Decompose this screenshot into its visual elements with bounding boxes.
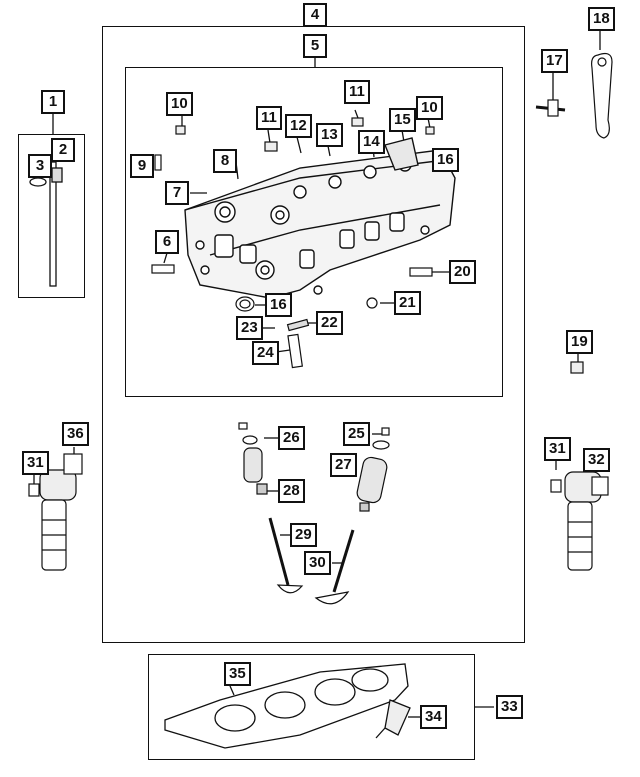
callout-2: 2: [51, 138, 75, 162]
callout-20: 20: [449, 260, 476, 284]
callout-33: 33: [496, 695, 523, 719]
callout-10-left: 10: [166, 92, 193, 116]
callout-25: 25: [343, 422, 370, 446]
callout-5: 5: [303, 34, 327, 58]
callout-31-right: 31: [544, 437, 571, 461]
callout-24: 24: [252, 341, 279, 365]
callout-34: 34: [420, 705, 447, 729]
callout-21: 21: [394, 291, 421, 315]
callout-31-left: 31: [22, 451, 49, 475]
callout-16-top: 16: [432, 148, 459, 172]
callout-18: 18: [588, 7, 615, 31]
callout-22: 22: [316, 311, 343, 335]
callout-6: 6: [155, 230, 179, 254]
callout-4: 4: [303, 3, 327, 27]
callout-19: 19: [566, 330, 593, 354]
callout-26: 26: [278, 426, 305, 450]
callout-17: 17: [541, 49, 568, 73]
callout-3: 3: [28, 154, 52, 178]
callout-15: 15: [389, 108, 416, 132]
callout-9: 9: [130, 154, 154, 178]
callout-10-right: 10: [416, 96, 443, 120]
callout-11-right: 11: [344, 80, 370, 104]
callout-13: 13: [316, 123, 343, 147]
callout-27: 27: [330, 453, 357, 477]
callout-1: 1: [41, 90, 65, 114]
callout-35: 35: [224, 662, 251, 686]
dipstick-frame-1: [18, 134, 85, 298]
callout-23: 23: [236, 316, 263, 340]
cylinder-head-frame-5: [125, 67, 503, 397]
callout-12: 12: [285, 114, 312, 138]
callout-7: 7: [165, 181, 189, 205]
callout-30: 30: [304, 551, 331, 575]
callout-11-left: 11: [256, 106, 282, 130]
callout-36: 36: [62, 422, 89, 446]
callout-29: 29: [290, 523, 317, 547]
callout-32: 32: [583, 448, 610, 472]
callout-16-bottom: 16: [265, 293, 292, 317]
callout-28: 28: [278, 479, 305, 503]
callout-8: 8: [213, 149, 237, 173]
callout-14: 14: [358, 130, 385, 154]
